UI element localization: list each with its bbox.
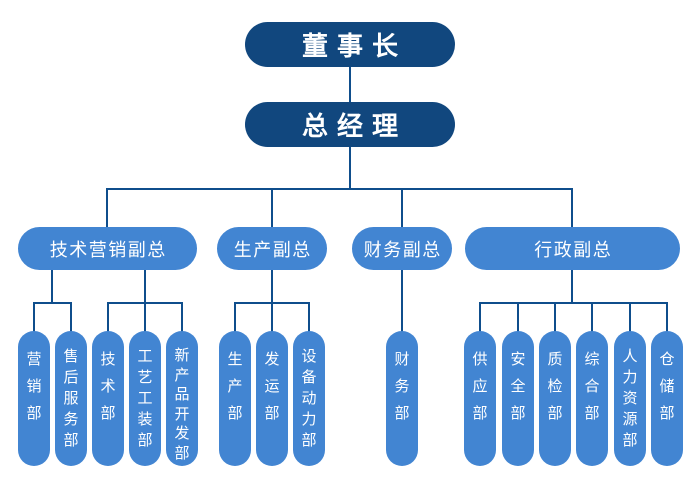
connector-line [591,302,593,333]
org-node-dept-after-sales[interactable]: 售后服务部 [55,331,87,466]
connector-line [271,188,273,229]
node-label: 行政副总 [534,239,613,260]
node-label: 人力资源部 [622,348,638,449]
node-label: 技术部 [100,351,116,422]
connector-line [666,302,668,333]
node-label: 技术营销副总 [49,239,167,260]
connector-line [571,269,573,304]
node-label: 新产品开发部 [174,347,190,462]
node-label: 生产副总 [233,239,312,260]
connector-line [144,302,146,333]
connector-line [51,269,53,304]
node-label: 发运部 [264,351,280,422]
connector-line [479,302,668,304]
node-label: 董事长 [301,31,407,61]
node-label: 总经理 [301,111,407,141]
node-label: 营销部 [26,351,42,422]
org-node-vp-tech-marketing[interactable]: 技术营销副总 [18,227,197,270]
org-node-vp-production[interactable]: 生产副总 [217,227,327,270]
node-label: 供应部 [472,351,488,422]
org-node-dept-technology[interactable]: 技术部 [92,331,124,466]
node-label: 生产部 [227,351,243,422]
node-label: 设备动力部 [301,348,317,449]
org-node-dept-warehouse[interactable]: 仓储部 [651,331,683,466]
org-node-dept-finance[interactable]: 财务部 [386,331,418,466]
connector-line [144,269,146,304]
node-label: 工艺工装部 [137,348,153,449]
connector-line [271,302,273,333]
org-node-dept-supply[interactable]: 供应部 [464,331,496,466]
org-node-dept-human-resources[interactable]: 人力资源部 [614,331,646,466]
connector-line [181,302,183,333]
connector-line [271,269,273,304]
org-node-dept-quality[interactable]: 质检部 [539,331,571,466]
connector-line [106,188,108,229]
node-label: 财务副总 [363,239,442,260]
connector-line [106,188,573,190]
org-node-vp-admin[interactable]: 行政副总 [465,227,680,270]
connector-line [479,302,481,333]
org-node-vp-finance[interactable]: 财务副总 [352,227,452,270]
node-label: 安全部 [510,351,526,422]
connector-line [70,302,72,333]
node-label: 财务部 [394,351,410,422]
org-node-dept-marketing[interactable]: 营销部 [18,331,50,466]
connector-line [349,147,351,190]
node-label: 综合部 [584,351,600,422]
node-label: 售后服务部 [63,348,79,449]
node-label: 仓储部 [659,351,675,422]
connector-line [571,188,573,229]
org-node-general-manager[interactable]: 总经理 [245,102,455,147]
org-node-dept-safety[interactable]: 安全部 [502,331,534,466]
connector-line [629,302,631,333]
connector-line [401,188,403,229]
connector-line [234,302,236,333]
connector-line [33,302,35,333]
org-node-dept-production[interactable]: 生产部 [219,331,251,466]
org-node-dept-new-product-dev[interactable]: 新产品开发部 [166,331,198,466]
connector-line [349,67,351,102]
org-node-dept-equipment-power[interactable]: 设备动力部 [293,331,325,466]
org-node-dept-process-tooling[interactable]: 工艺工装部 [129,331,161,466]
connector-line [517,302,519,333]
org-node-dept-shipping[interactable]: 发运部 [256,331,288,466]
org-node-dept-general-affairs[interactable]: 综合部 [576,331,608,466]
connector-line [33,302,72,304]
org-node-chairman[interactable]: 董事长 [245,22,455,67]
node-label: 质检部 [547,351,563,422]
connector-line [554,302,556,333]
connector-line [308,302,310,333]
connector-line [107,302,109,333]
connector-line [401,269,403,333]
